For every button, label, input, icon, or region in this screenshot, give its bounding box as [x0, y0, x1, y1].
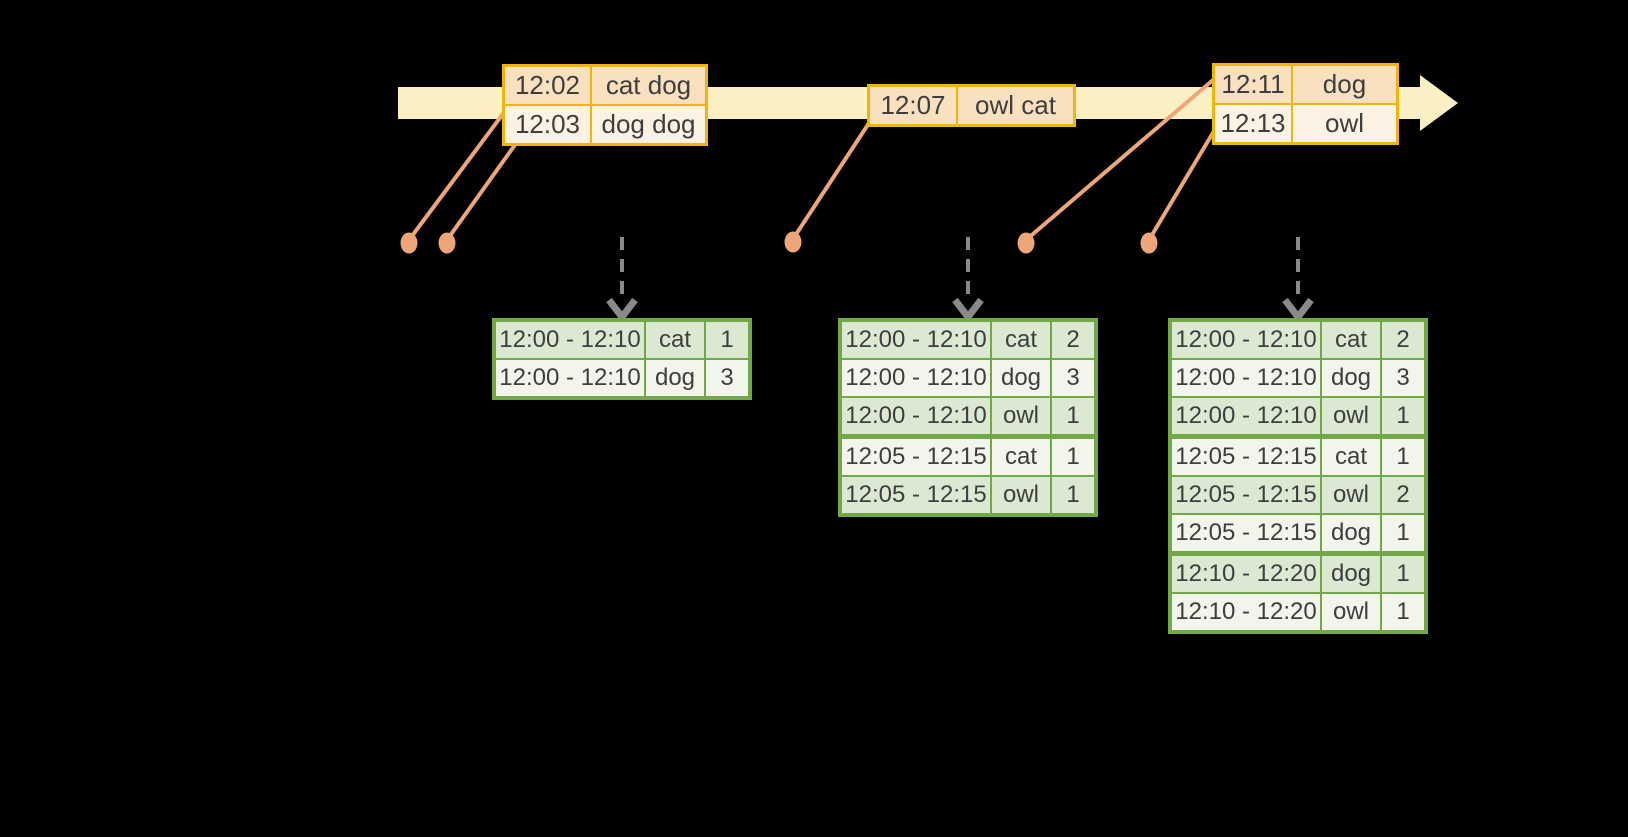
event-dots: [400, 231, 1158, 254]
cell-word: owl: [1322, 398, 1380, 434]
cell-window: 12:05 - 12:15: [842, 477, 990, 513]
cell-word: owl: [992, 398, 1050, 434]
cell-word: cat: [1322, 439, 1380, 475]
cell-count: 2: [1382, 322, 1424, 358]
cell-count: 1: [1382, 594, 1424, 630]
cell-time: 12:02: [505, 67, 590, 104]
cell-word: cat: [992, 322, 1050, 358]
cell-words: cat dog: [592, 67, 705, 104]
event-dot: [400, 232, 418, 254]
cell-word: dog: [646, 360, 704, 396]
cell-window: 12:00 - 12:10: [1172, 360, 1320, 396]
cell-words: dog dog: [592, 106, 705, 143]
cell-count: 3: [1382, 360, 1424, 396]
trigger-arrows: [606, 237, 1314, 323]
cell-word: owl: [992, 477, 1050, 513]
event-dot: [438, 232, 456, 254]
cell-time: 12:11: [1215, 66, 1291, 103]
cell-count: 1: [1382, 515, 1424, 551]
event-connector-line: [407, 89, 522, 242]
cell-window: 12:05 - 12:15: [1172, 477, 1320, 513]
cell-count: 1: [1382, 556, 1424, 592]
cell-count: 3: [706, 360, 748, 396]
event-dot: [1140, 232, 1158, 254]
cell-word: cat: [1322, 322, 1380, 358]
cell-window: 12:10 - 12:20: [1172, 594, 1320, 630]
cell-count: 1: [1382, 398, 1424, 434]
cell-word: cat: [992, 439, 1050, 475]
cell-word: owl: [1322, 594, 1380, 630]
trigger-arrowhead-icon: [1282, 297, 1314, 323]
cell-word: cat: [646, 322, 704, 358]
cell-time: 12:03: [505, 106, 590, 143]
cell-window: 12:10 - 12:20: [1172, 556, 1320, 592]
cell-window: 12:00 - 12:10: [496, 322, 644, 358]
cell-count: 1: [706, 322, 748, 358]
cell-time: 12:07: [870, 87, 956, 124]
event-connector-lines: [407, 78, 1219, 242]
cell-window: 12:05 - 12:15: [1172, 439, 1320, 475]
cell-window: 12:00 - 12:10: [1172, 398, 1320, 434]
cell-words: dog: [1293, 66, 1396, 103]
cell-count: 1: [1052, 477, 1094, 513]
cell-word: owl: [1322, 477, 1380, 513]
cell-window: 12:00 - 12:10: [842, 322, 990, 358]
event-dot: [784, 231, 802, 253]
cell-count: 1: [1052, 439, 1094, 475]
cell-window: 12:05 - 12:15: [1172, 515, 1320, 551]
cell-window: 12:05 - 12:15: [842, 439, 990, 475]
event-connector-line: [791, 121, 871, 241]
timeline-arrowhead-icon: [1420, 75, 1458, 131]
event-connector-line: [445, 126, 529, 242]
cell-count: 2: [1382, 477, 1424, 513]
cell-word: dog: [992, 360, 1050, 396]
cell-count: 1: [1052, 398, 1094, 434]
cell-count: 2: [1052, 322, 1094, 358]
cell-count: 3: [1052, 360, 1094, 396]
cell-words: owl: [1293, 105, 1396, 142]
cell-window: 12:00 - 12:10: [842, 398, 990, 434]
cell-count: 1: [1382, 439, 1424, 475]
trigger-arrowhead-icon: [952, 297, 984, 323]
cell-word: dog: [1322, 515, 1380, 551]
cell-word: dog: [1322, 556, 1380, 592]
cell-window: 12:00 - 12:10: [842, 360, 990, 396]
trigger-arrowhead-icon: [606, 297, 638, 323]
cell-window: 12:00 - 12:10: [1172, 322, 1320, 358]
cell-time: 12:13: [1215, 105, 1291, 142]
event-connector-line: [1024, 78, 1215, 242]
event-connector-line: [1147, 124, 1219, 242]
cell-words: owl cat: [958, 87, 1073, 124]
event-dot: [1017, 232, 1035, 254]
cell-window: 12:00 - 12:10: [496, 360, 644, 396]
cell-word: dog: [1322, 360, 1380, 396]
